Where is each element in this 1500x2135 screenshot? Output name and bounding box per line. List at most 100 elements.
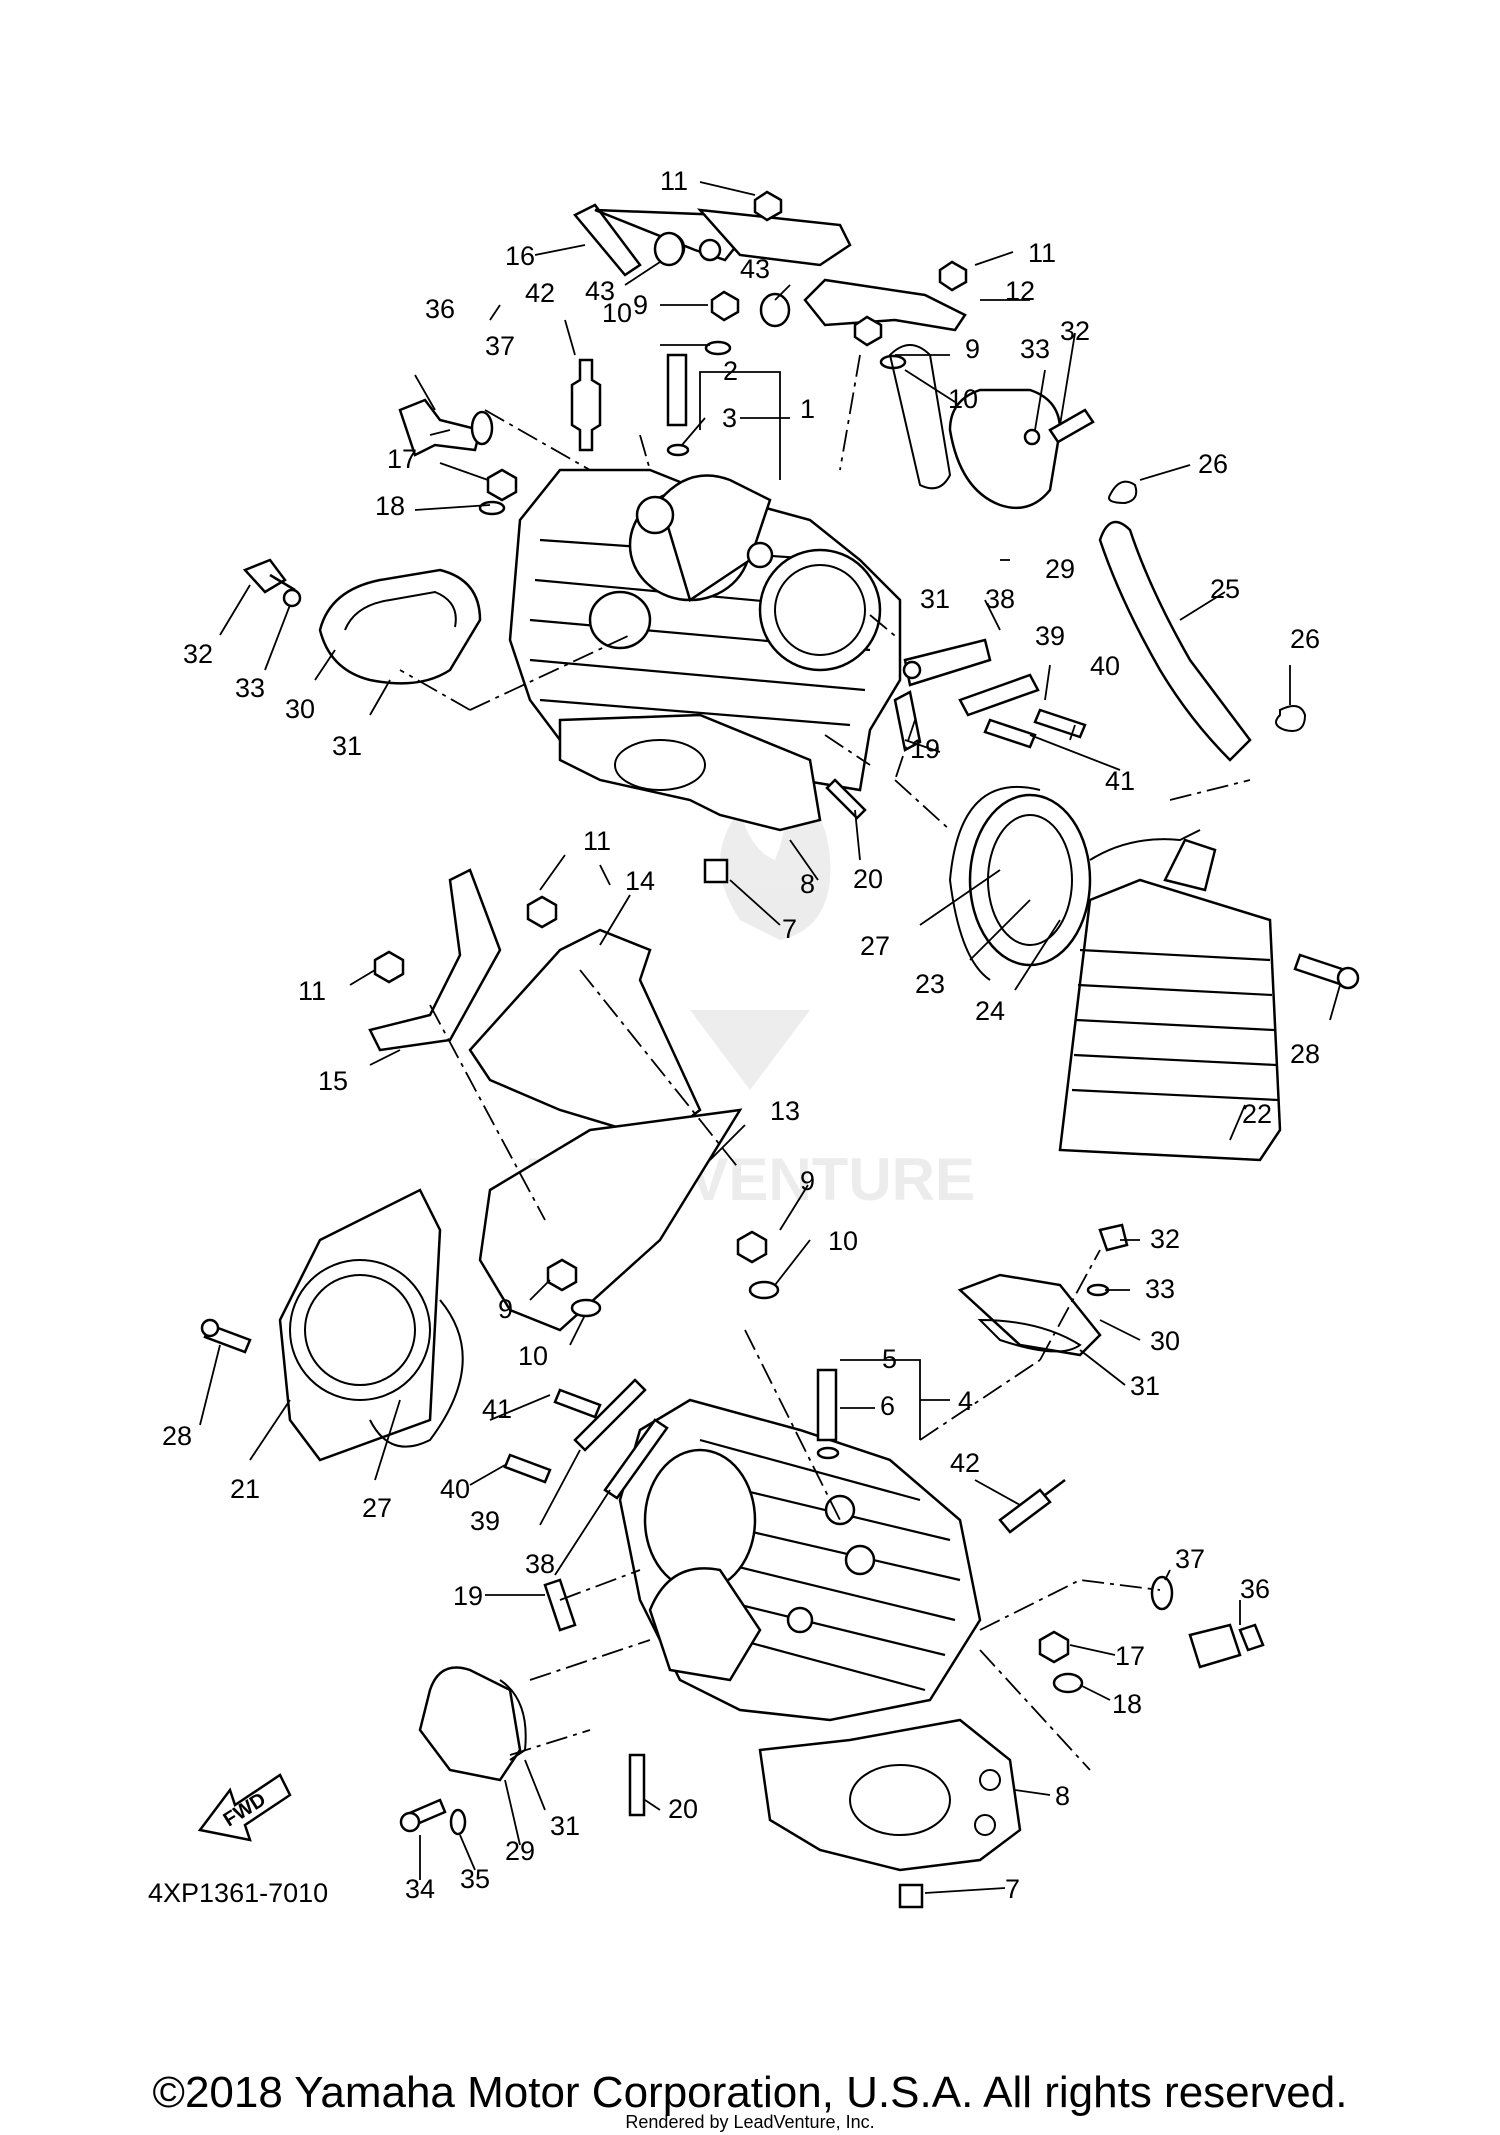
callout-36: 36	[425, 294, 455, 324]
callout-18: 18	[375, 491, 405, 521]
callout-2: 2	[723, 356, 738, 386]
callout-10: 10	[518, 1341, 548, 1371]
gasket-31-upper-right	[888, 344, 952, 490]
callout-28: 28	[1290, 1039, 1320, 1069]
callout-7: 7	[1005, 1874, 1020, 1904]
front-cylinder-head	[618, 1398, 982, 1722]
callout-41: 41	[1105, 766, 1135, 796]
bolt-40-lower	[503, 1453, 552, 1484]
cylinder-22	[1058, 838, 1282, 1162]
callout-11: 11	[583, 826, 611, 856]
washer-10-center-left	[570, 1298, 602, 1318]
callout-33: 33	[1145, 1274, 1175, 1304]
callout-43: 43	[740, 254, 770, 284]
callout-32: 32	[183, 639, 213, 669]
callout-38: 38	[985, 584, 1015, 614]
callout-39: 39	[1035, 621, 1065, 651]
callout-26: 26	[1198, 449, 1228, 479]
callout-31: 31	[920, 584, 950, 614]
hose-clip-upper	[1108, 480, 1138, 505]
callout-11: 11	[1028, 238, 1056, 268]
callout-9: 9	[800, 1166, 815, 1196]
nut-11-center-left	[373, 950, 405, 984]
callout-19: 19	[453, 1581, 483, 1611]
o-ring-upper	[666, 443, 690, 457]
tappet-cover-lower-left	[418, 1666, 522, 1782]
callout-8: 8	[800, 869, 815, 899]
callout-29: 29	[1045, 554, 1075, 584]
nut-9-left	[710, 290, 740, 322]
bolt-41-upper	[983, 718, 1037, 749]
joint-38-upper	[903, 638, 992, 687]
callout-37: 37	[485, 331, 515, 361]
callout-1: 1	[800, 394, 815, 424]
plug-bolt-lower	[1188, 1623, 1265, 1669]
cylinder-head-gasket-lower	[758, 1718, 1022, 1872]
callout-33: 33	[235, 673, 265, 703]
callout-37: 37	[1175, 1544, 1205, 1574]
washer-10-center	[748, 1280, 780, 1300]
bolt-41-lower	[553, 1388, 602, 1419]
callout-10: 10	[948, 384, 978, 414]
callout-31: 31	[550, 1811, 580, 1841]
tappet-cover-upper-left	[318, 568, 482, 685]
callout-5: 5	[882, 1344, 897, 1374]
callout-41: 41	[482, 1394, 512, 1424]
callout-9: 9	[965, 334, 980, 364]
callout-30: 30	[1150, 1326, 1180, 1356]
stud-bolt-lower	[628, 1753, 646, 1817]
nut-9-right	[853, 315, 883, 347]
callout-7: 7	[782, 914, 797, 944]
callout-10: 10	[828, 1226, 858, 1256]
bracket-14	[468, 928, 702, 1142]
rear-cylinder-head	[508, 468, 902, 792]
callout-42: 42	[950, 1448, 980, 1478]
callout-22: 22	[1242, 1099, 1272, 1129]
bolt-32-lower-right	[1098, 1223, 1129, 1252]
callout-32: 32	[1150, 1224, 1180, 1254]
nut-17-lower	[1038, 1630, 1070, 1664]
callout-31: 31	[332, 731, 362, 761]
dowel-pin-upper	[703, 858, 729, 884]
stud-bolt-upper	[825, 778, 867, 820]
callout-20: 20	[853, 864, 883, 894]
callout-10: 10	[602, 298, 632, 328]
callout-23: 23	[915, 969, 945, 999]
callout-17: 17	[1115, 1641, 1145, 1671]
bolt-32-upper-right	[1048, 408, 1095, 444]
callout-28: 28	[162, 1421, 192, 1451]
collar-43-right	[759, 292, 791, 328]
callout-14: 14	[625, 866, 655, 896]
gasket-37-lower	[1150, 1575, 1174, 1611]
callout-39: 39	[470, 1506, 500, 1536]
callout-9: 9	[633, 290, 648, 320]
washer-18-lower	[1052, 1672, 1084, 1694]
callout-40: 40	[1090, 651, 1120, 681]
valve-guide-lower	[816, 1368, 838, 1442]
callout-8: 8	[1055, 1781, 1070, 1811]
dowel-pin-lower	[898, 1883, 924, 1909]
callout-12: 12	[1005, 276, 1035, 306]
callout-27: 27	[362, 1493, 392, 1523]
callout-42: 42	[525, 278, 555, 308]
callout-36: 36	[1240, 1574, 1270, 1604]
callout-31: 31	[1130, 1371, 1160, 1401]
rendered-by-notice: Rendered by LeadVenture, Inc.	[625, 2112, 875, 2132]
copyright-notice: ©2018 Yamaha Motor Corporation, U.S.A. A…	[152, 2068, 1348, 2117]
bracket-13	[478, 1108, 743, 1332]
bolt-19-upper	[893, 690, 922, 752]
callout-19: 19	[910, 734, 940, 764]
callout-33: 33	[1020, 334, 1050, 364]
drawing-code: 4XP1361-7010	[148, 1878, 328, 1908]
callout-38: 38	[525, 1549, 555, 1579]
gasket-31-lower-left	[499, 1679, 527, 1761]
nut-9-center-left	[546, 1258, 578, 1292]
callout-32: 32	[1060, 316, 1090, 346]
callout-13: 13	[770, 1096, 800, 1126]
washer-33-upper-right	[1023, 428, 1041, 446]
piston-23	[968, 793, 1092, 967]
bolt-40-upper	[1033, 708, 1087, 739]
callout-34: 34	[405, 1874, 435, 1904]
callout-15: 15	[318, 1066, 348, 1096]
